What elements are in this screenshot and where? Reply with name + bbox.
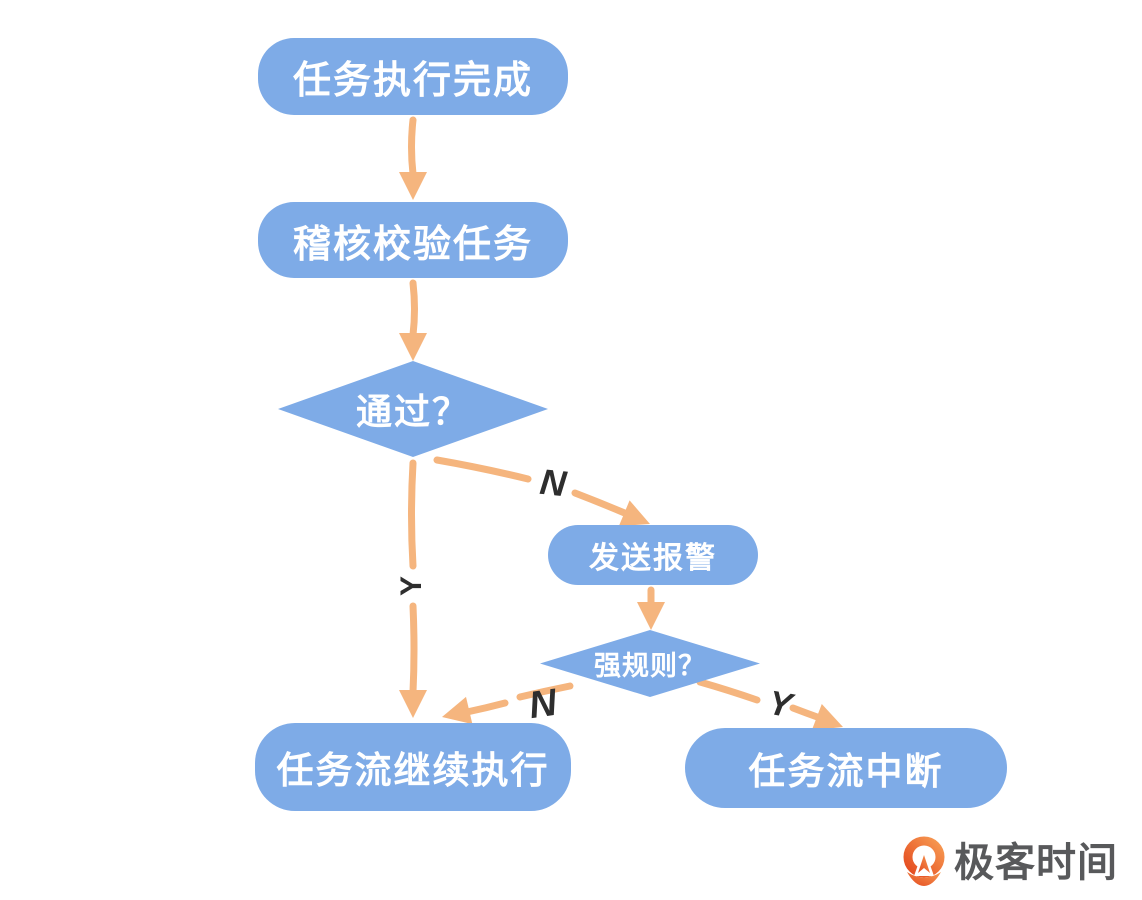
arrow-alert-to-strong-rule — [637, 586, 665, 630]
arrow-audit-to-pass — [399, 279, 427, 361]
arrow-pass-yes-to-continue — [399, 459, 427, 718]
flow-node-flow-interrupt: 任务流中断 — [685, 728, 1007, 808]
arrow-pass-no-to-alert — [433, 456, 650, 527]
edge-label-pass-yes: Y — [395, 575, 428, 597]
edge-label-pass-no: N — [537, 460, 569, 505]
flow-node-flow-continue: 任务流继续执行 — [255, 723, 571, 811]
geektime-logo-text: 极客时间 — [954, 841, 1118, 885]
geektime-logo-icon — [903, 836, 945, 886]
arrow-strong-no-to-continue — [442, 682, 574, 725]
flow-node-send-alert: 发送报警 — [548, 525, 758, 585]
flow-node-audit-task: 稽核校验任务 — [258, 202, 568, 278]
edge-label-strong-rule-no: N — [526, 681, 560, 728]
arrow-start-to-audit — [399, 116, 427, 200]
geektime-brand: 极客时间 — [900, 836, 1118, 890]
arrow-strong-yes-to-interrupt — [696, 678, 843, 731]
flow-node-task-complete: 任务执行完成 — [258, 38, 568, 115]
